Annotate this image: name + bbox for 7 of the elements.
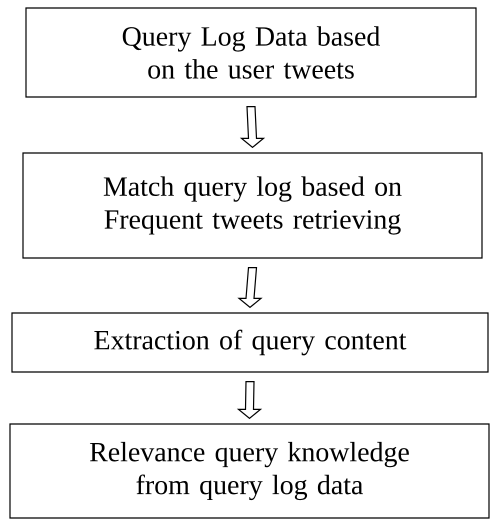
process-box: Relevance query knowledge from query log data [9, 423, 490, 519]
block-arrow [236, 381, 262, 420]
process-box: Extraction of query content [11, 312, 489, 373]
block-arrow [237, 267, 263, 308]
process-box: Query Log Data based on the user tweets [25, 7, 477, 98]
process-box: Match query log based on Frequent tweets retrieving [22, 152, 483, 259]
block-arrow [240, 106, 266, 148]
